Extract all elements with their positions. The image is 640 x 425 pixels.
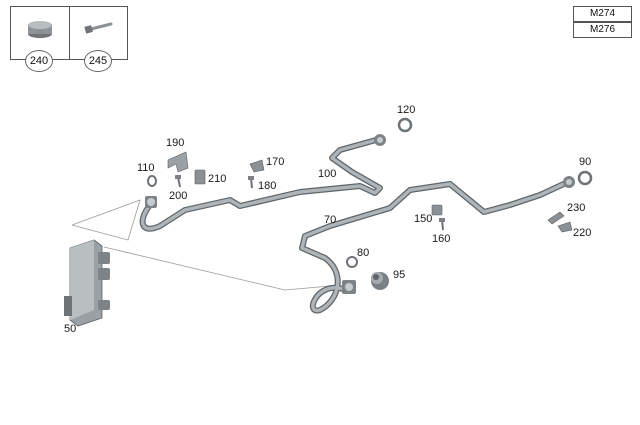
bolt-160 bbox=[439, 218, 445, 231]
legend-number-240: 240 bbox=[25, 50, 53, 72]
callout-160: 160 bbox=[432, 233, 450, 245]
callout-210: 210 bbox=[208, 173, 226, 185]
callout-110: 110 bbox=[137, 162, 155, 174]
callout-190: 190 bbox=[166, 137, 184, 149]
bolt-180 bbox=[248, 176, 254, 189]
clip-220 bbox=[557, 221, 573, 233]
callout-120: 120 bbox=[397, 104, 415, 116]
callout-230: 230 bbox=[567, 202, 585, 214]
callout-95: 95 bbox=[393, 269, 405, 281]
callout-200: 200 bbox=[169, 190, 187, 202]
callout-220: 220 bbox=[573, 227, 591, 239]
engine-model-m274: M274 bbox=[573, 6, 632, 22]
pipe-100 bbox=[139, 137, 383, 232]
pipe-end-fitting-top bbox=[374, 134, 386, 146]
callout-70: 70 bbox=[324, 214, 336, 226]
legend-divider bbox=[69, 7, 70, 59]
seal-ring-90 bbox=[577, 170, 593, 186]
clip-150 bbox=[431, 204, 443, 216]
callouts: 50 70 80 90 95 100 110 120 150 160 170 1… bbox=[64, 104, 591, 335]
seal-ring-120 bbox=[397, 117, 413, 133]
leader-lines bbox=[71, 199, 331, 291]
callout-50: 50 bbox=[64, 323, 76, 335]
bolt-200 bbox=[175, 175, 181, 188]
callout-90: 90 bbox=[579, 156, 591, 168]
bracket-190 bbox=[167, 151, 189, 173]
pipe-70 bbox=[299, 179, 571, 314]
legend-number-245: 245 bbox=[84, 50, 112, 72]
legend-box: 240 245 bbox=[10, 6, 128, 72]
engine-model-m276: M276 bbox=[573, 22, 632, 38]
callout-180: 180 bbox=[258, 180, 276, 192]
pipe-end-fitting-right bbox=[563, 176, 575, 188]
callout-100: 100 bbox=[318, 168, 336, 180]
rubber-cap-icon bbox=[28, 21, 52, 38]
hose-fitting-lower bbox=[342, 280, 356, 294]
clip-210 bbox=[194, 169, 206, 185]
hose-fitting-left bbox=[145, 196, 157, 208]
bolt-icon bbox=[84, 22, 113, 34]
seal-ring-110 bbox=[147, 175, 157, 187]
damper-95 bbox=[371, 272, 389, 290]
seal-ring-80 bbox=[346, 256, 358, 268]
callout-150: 150 bbox=[414, 213, 432, 225]
bracket-230 bbox=[547, 211, 565, 225]
oil-cooler bbox=[64, 239, 110, 327]
legend-icons bbox=[28, 21, 113, 38]
callout-80: 80 bbox=[357, 247, 369, 259]
clamp-170 bbox=[249, 159, 265, 173]
callout-170: 170 bbox=[266, 156, 284, 168]
